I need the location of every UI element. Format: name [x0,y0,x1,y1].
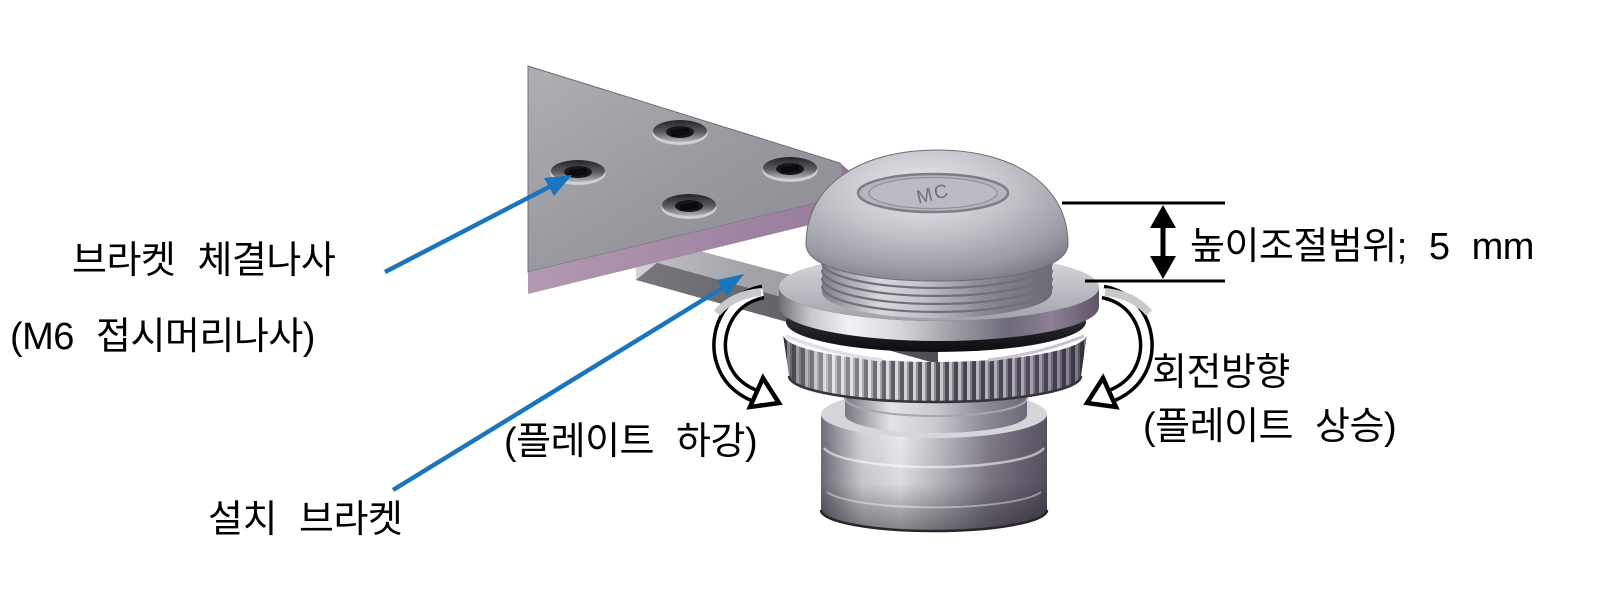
plate-hole-2 [652,120,708,145]
label-bracket-screw: 브라켓 체결나사 [72,240,336,282]
foot-cap: MC [805,149,1069,282]
plate-hole-3 [762,157,818,182]
rotation-arrow-left-icon [712,284,783,410]
dimension-annotation [1062,201,1225,283]
plate-hole-4 [661,194,717,219]
leader-arrows [383,175,744,492]
plate [527,65,859,294]
label-rotation-direction: 회전방향 [1152,352,1290,394]
plate-front-edge [528,193,858,294]
label-install-bracket: 설치 브라켓 [208,499,403,541]
label-bracket-screw-sub: (M6 접시머리나사) [10,316,315,358]
rotation-arrow-right-icon [1083,284,1154,410]
label-plate-up: (플레이트 상승) [1143,406,1397,448]
leveling-foot: MC [779,149,1099,533]
label-height-range: 높이조절범위; 5 mm [1190,226,1534,268]
leader-arrow-install-bracket [391,274,744,492]
dimension-double-arrow-icon [1150,205,1176,279]
knurled-nut [783,334,1087,404]
label-plate-down: (플레이트 하강) [504,421,758,463]
leader-arrow-bracket-screw [383,175,572,274]
